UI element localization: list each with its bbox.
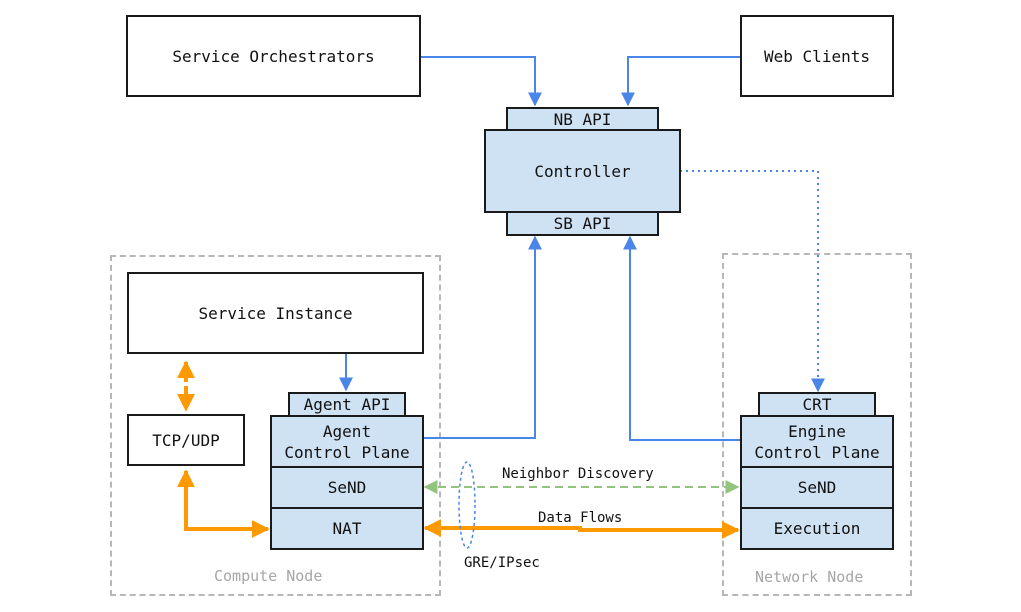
service-instance-box: Service Instance	[127, 272, 424, 354]
engine-to-sb-api-arrow	[623, 235, 741, 441]
web-clients-to-nb-api-arrow	[621, 56, 741, 107]
orchestrators-to-nb-api-arrow	[420, 56, 542, 107]
compute-node-label: Compute Node	[214, 567, 323, 585]
agent-send-box: SeND	[270, 466, 424, 509]
network-node-group	[722, 253, 912, 596]
gre-ipsec-tunnel-ellipse	[458, 461, 476, 549]
execution-box: Execution	[740, 507, 894, 550]
agent-control-plane-box: Agent Control Plane	[270, 415, 424, 468]
compute-node-group	[110, 255, 441, 596]
controller-to-crt-dotted-arrow	[680, 170, 825, 393]
sb-api-box: SB API	[506, 211, 659, 236]
tcp-udp-to-nat-arrow	[177, 469, 270, 538]
service-orchestrators-box: Service Orchestrators	[126, 15, 421, 97]
data-flows-arrow	[423, 519, 740, 539]
neighbor-discovery-label: Neighbor Discovery	[502, 466, 654, 482]
agent-to-sb-api-arrow	[424, 235, 542, 439]
crt-box: CRT	[758, 392, 876, 417]
agent-api-box: Agent API	[288, 392, 406, 417]
tcp-udp-box: TCP/UDP	[127, 414, 245, 466]
gre-ipsec-label: GRE/IPsec	[464, 555, 540, 571]
engine-control-plane-box: Engine Control Plane	[740, 415, 894, 468]
nb-api-box: NB API	[506, 107, 659, 131]
controller-box: Controller	[484, 129, 681, 213]
data-flows-label: Data Flows	[538, 510, 623, 526]
engine-send-box: SeND	[740, 466, 894, 509]
web-clients-box: Web Clients	[740, 15, 894, 97]
network-node-label: Network Node	[755, 568, 864, 586]
agent-nat-box: NAT	[270, 507, 424, 550]
